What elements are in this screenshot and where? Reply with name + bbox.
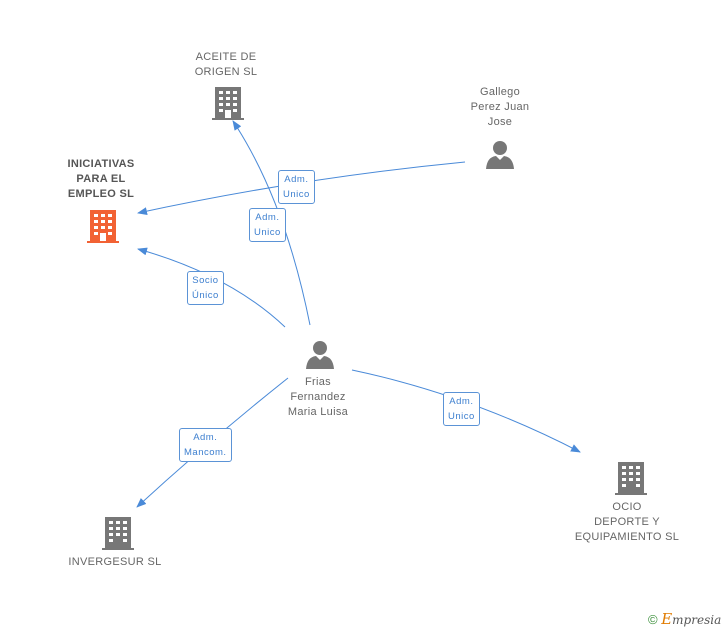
edge-label-line: Único (192, 290, 219, 301)
person-icon[interactable] (305, 340, 335, 370)
brand-logo: Empresia (661, 610, 722, 628)
company-invergesur-label[interactable]: INVERGESUR SL (60, 555, 170, 570)
label-line: INVERGESUR SL (68, 556, 162, 568)
edge-label-line: Adm. (284, 174, 309, 185)
edge-label-gallego-iniciativas[interactable]: Adm. Unico (278, 170, 315, 204)
label-line: OCIO (612, 501, 642, 513)
edge-label-frias-aceite[interactable]: Adm. Unico (249, 208, 286, 242)
edge-label-line: Socio (192, 275, 219, 286)
label-line: Fernandez (290, 391, 346, 403)
label-line: Perez Juan (470, 101, 530, 113)
label-line: EMPLEO SL (67, 188, 135, 200)
edge-label-line: Unico (448, 411, 475, 422)
label-line: Gallego (479, 86, 520, 98)
edge-label-line: Unico (283, 189, 310, 200)
label-line: ORIGEN SL (194, 66, 258, 78)
company-ocio-label[interactable]: OCIO DEPORTE Y EQUIPAMIENTO SL (570, 500, 684, 545)
building-icon[interactable] (615, 461, 647, 495)
edge-label-line: Adm. (255, 212, 280, 223)
building-icon[interactable] (102, 516, 134, 550)
label-line: Maria Luisa (287, 406, 349, 418)
person-frias-label[interactable]: Frias Fernandez Maria Luisa (266, 375, 370, 420)
edge-label-line: Mancom. (184, 447, 227, 458)
copyright-symbol: © (648, 612, 658, 627)
label-line: Frias (305, 376, 331, 388)
edge-label-line: Adm. (449, 396, 474, 407)
brand-initial: E (661, 610, 673, 628)
edge-label-frias-ocio[interactable]: Adm. Unico (443, 392, 480, 426)
label-line: DEPORTE Y (594, 516, 660, 528)
edge-label-frias-iniciativas[interactable]: Socio Único (187, 271, 224, 305)
person-gallego-label[interactable]: Gallego Perez Juan Jose (448, 85, 552, 130)
building-icon[interactable] (87, 209, 119, 243)
edge-label-line: Unico (254, 227, 281, 238)
label-line: PARA EL (76, 173, 126, 185)
brand-name: mpresia (672, 613, 722, 627)
person-icon[interactable] (485, 140, 515, 170)
label-line: INICIATIVAS (67, 158, 135, 170)
edge-label-frias-invergesur[interactable]: Adm. Mancom. (179, 428, 232, 462)
label-line: Jose (487, 116, 513, 128)
brand-footer: © Empresia (648, 610, 721, 628)
edge-label-line: Adm. (193, 432, 218, 443)
label-line: ACEITE DE (195, 51, 257, 63)
company-aceite-label[interactable]: ACEITE DE ORIGEN SL (178, 50, 274, 80)
company-iniciativas-label[interactable]: INICIATIVAS PARA EL EMPLEO SL (48, 157, 154, 202)
label-line: EQUIPAMIENTO SL (574, 531, 680, 543)
building-icon[interactable] (212, 86, 244, 120)
